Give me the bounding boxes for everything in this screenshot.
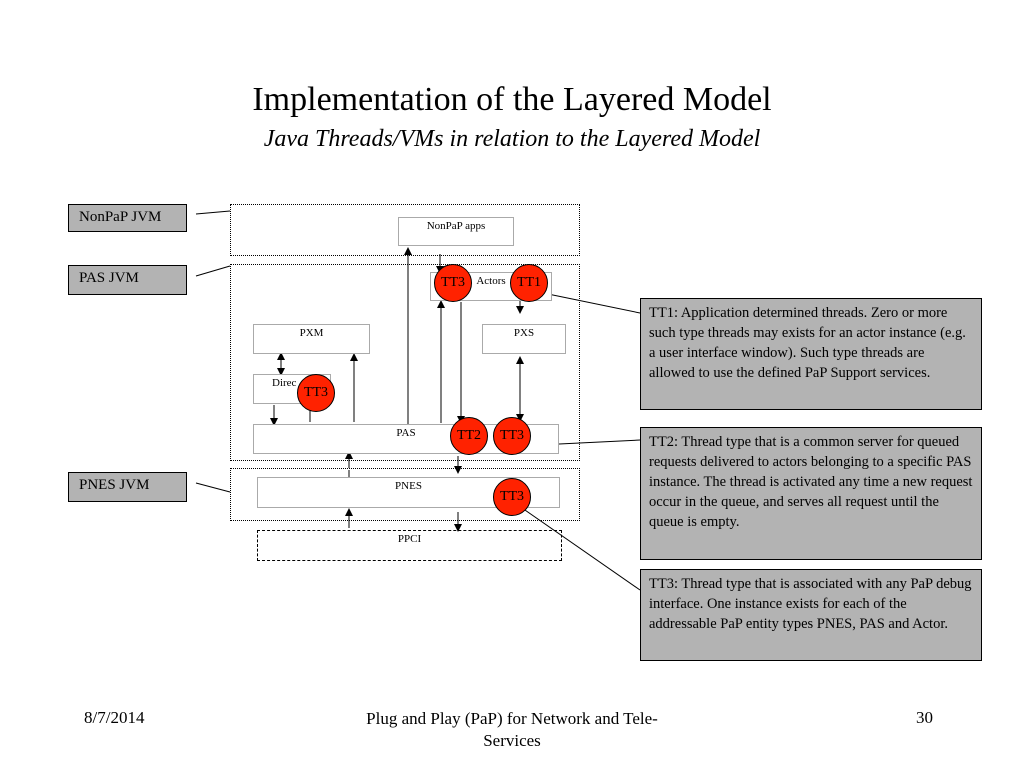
footer-date: 8/7/2014 xyxy=(84,708,145,727)
slide-subtitle: Java Threads/VMs in relation to the Laye… xyxy=(263,126,761,152)
nonpap-jvm-label: NonPaP JVM xyxy=(68,204,187,232)
nonpap-jvm-container xyxy=(230,204,580,256)
tt3-description: TT3: Thread type that is associated with… xyxy=(640,569,982,661)
slide-title: Implementation of the Layered Model xyxy=(252,81,772,118)
pxs-box: PXS xyxy=(482,324,566,354)
thread-tt3-pnes: TT3 xyxy=(493,478,531,516)
thread-tt1-actors: TT1 xyxy=(510,264,548,302)
pas-jvm-container xyxy=(230,264,580,461)
nonpap-apps-box: NonPaP apps xyxy=(398,217,514,246)
tt1-description: TT1: Application determined threads. Zer… xyxy=(640,298,982,410)
pnes-jvm-label: PNES JVM xyxy=(68,472,187,502)
thread-tt3-directory: TT3 xyxy=(297,374,335,412)
thread-tt3-pas: TT3 xyxy=(493,417,531,455)
tt2-description: TT2: Thread type that is a common server… xyxy=(640,427,982,560)
ppci-box: PPCI xyxy=(257,530,562,561)
pas-jvm-label: PAS JVM xyxy=(68,265,187,295)
thread-tt2-pas: TT2 xyxy=(450,417,488,455)
pnes-jvm-container xyxy=(230,468,580,521)
pxm-box: PXM xyxy=(253,324,370,354)
thread-tt3-actors: TT3 xyxy=(434,264,472,302)
footer-title: Plug and Play (PaP) for Network and Tele… xyxy=(366,709,658,750)
footer-page-number: 30 xyxy=(916,708,933,727)
